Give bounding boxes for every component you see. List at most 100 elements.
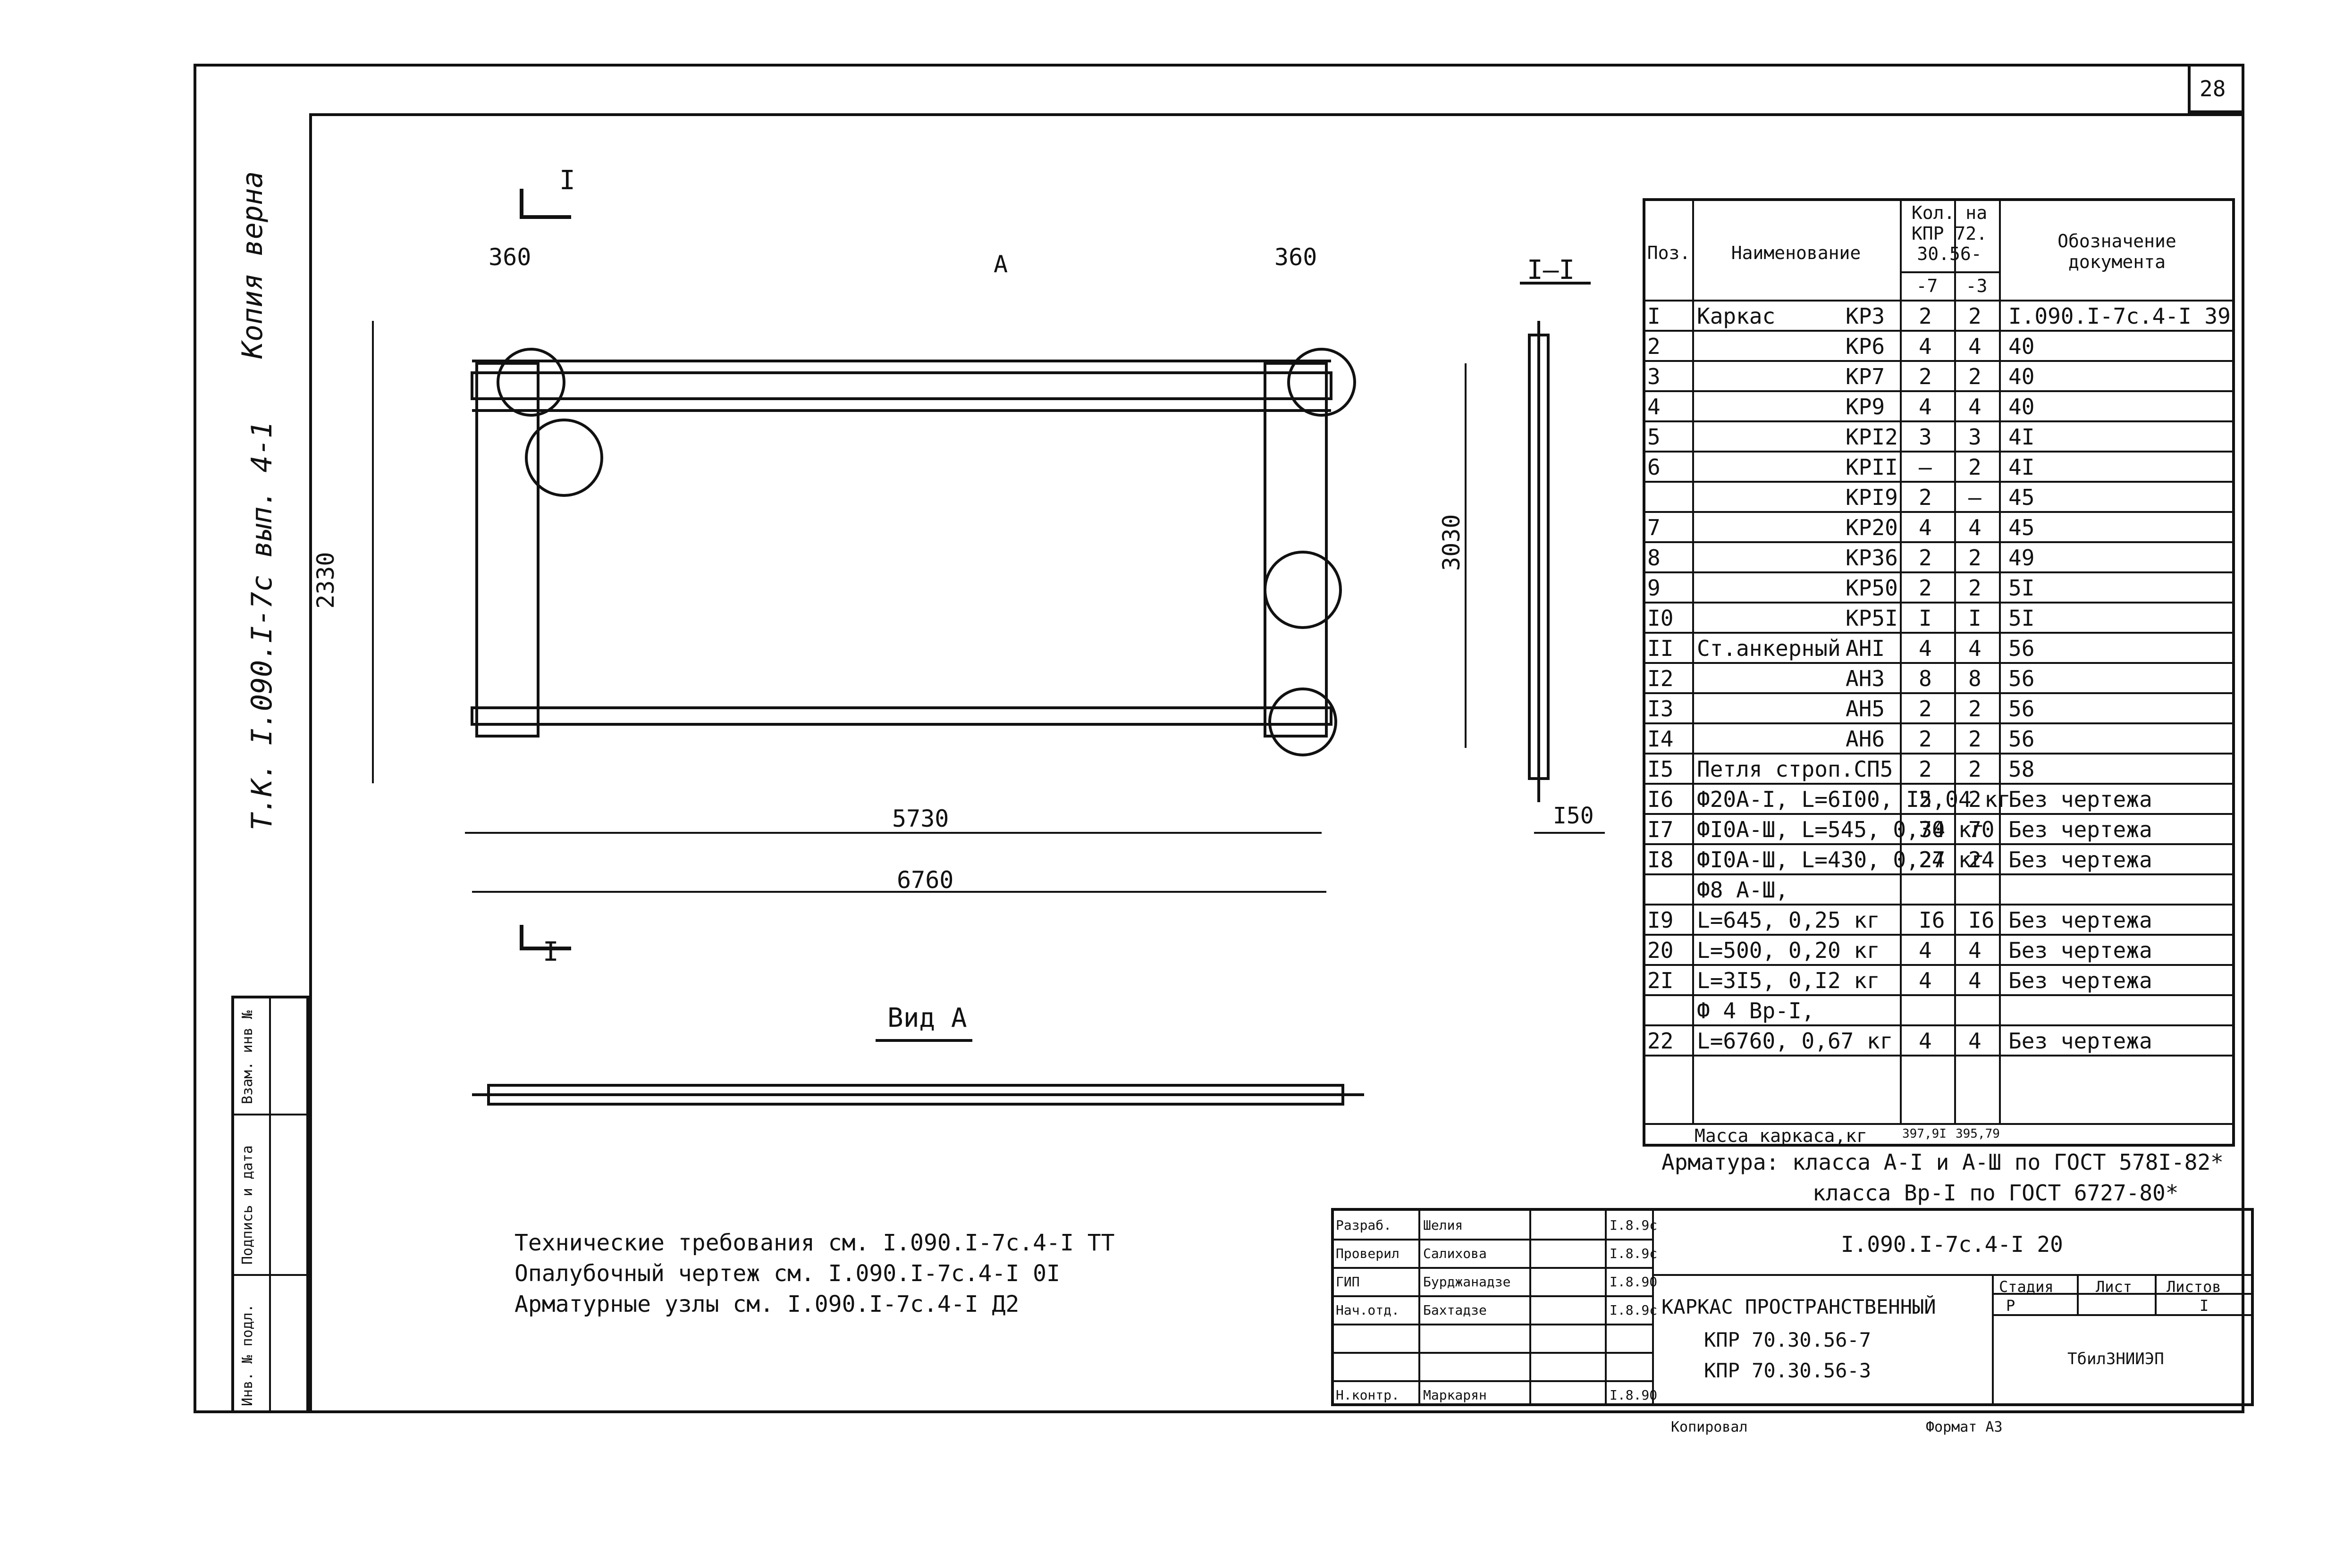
- dimension-label: 6760: [897, 866, 954, 894]
- spec-qty7-cell: 4: [1919, 334, 1932, 359]
- mass-3: 395,79: [1956, 1127, 2000, 1141]
- spec-pos-cell: I7: [1647, 817, 1674, 842]
- spec-qty7-cell: I: [1919, 605, 1932, 631]
- spec-qty3-cell: 2: [1968, 364, 1981, 389]
- spec-qty3-cell: 4: [1968, 1028, 1981, 1054]
- spec-qty3-cell: 4: [1968, 968, 1981, 993]
- spec-doc-cell: 40: [2008, 364, 2035, 389]
- spec-mark-cell: АН6: [1846, 726, 1885, 752]
- node-circle: [497, 348, 565, 417]
- spec-doc-cell: 45: [2008, 515, 2035, 540]
- spec-qty3-cell: 2: [1968, 696, 1981, 721]
- spec-qty3-cell: 4: [1968, 515, 1981, 540]
- spec-mark-cell: КР20: [1846, 515, 1898, 540]
- tb-name: Салихова: [1423, 1246, 1487, 1261]
- spec-mark-cell: КРI9: [1846, 485, 1898, 510]
- spec-doc-cell: Без чертежа: [2008, 907, 2152, 933]
- spec-mark-cell: КР9: [1846, 394, 1885, 419]
- tb-name: Маркарян: [1423, 1387, 1487, 1403]
- dimension-label: 360: [489, 243, 531, 271]
- spec-qty7-cell: 4: [1919, 394, 1932, 419]
- spec-header-qty7: -7: [1916, 276, 1938, 296]
- spec-qty3-cell: 4: [1968, 938, 1981, 963]
- spec-qty3-cell: 2: [1968, 454, 1981, 480]
- page-number-box: [2188, 64, 2244, 113]
- spec-doc-cell: 4I: [2008, 454, 2035, 480]
- spec-pos-cell: 8: [1647, 545, 1661, 570]
- spec-doc-cell: 40: [2008, 394, 2035, 419]
- sheets-label: Листов: [2167, 1278, 2221, 1296]
- spec-qty7-cell: 4: [1919, 636, 1932, 661]
- spec-qty7-cell: 2: [1919, 485, 1932, 510]
- spec-name-cell: Каркас: [1697, 303, 1776, 329]
- spec-qty7-cell: 4: [1919, 968, 1932, 993]
- spec-header-pos: Поз.: [1647, 243, 1691, 263]
- spec-qty7-cell: 2: [1919, 696, 1932, 721]
- spec-doc-cell: 5I: [2008, 605, 2035, 631]
- spec-pos-cell: I9: [1647, 907, 1674, 933]
- spec-qty7-cell: 2: [1919, 575, 1932, 601]
- tb-date: I.8.9с: [1610, 1302, 1658, 1318]
- spec-doc-cell: 58: [2008, 756, 2035, 782]
- spec-pos-cell: 4: [1647, 394, 1661, 419]
- footer-copied: Копировал: [1671, 1419, 1748, 1435]
- spec-qty7-cell: 2: [1919, 545, 1932, 570]
- spec-qty7-cell: 4: [1919, 938, 1932, 963]
- spec-pos-cell: I5: [1647, 756, 1674, 782]
- tb-name: Бурджанадзе: [1423, 1274, 1511, 1290]
- spec-name-cell: L=6760, 0,67 кг: [1697, 1028, 1893, 1054]
- tb-name: Шелия: [1423, 1217, 1463, 1233]
- dimension-label: 360: [1274, 243, 1317, 271]
- spec-doc-cell: 4I: [2008, 424, 2035, 450]
- spec-doc-cell: Без чертежа: [2008, 1028, 2152, 1054]
- spec-qty3-cell: 70: [1968, 817, 1995, 842]
- spec-name-cell: ФI0А-Ш, L=430, 0,27 кг: [1697, 847, 1985, 872]
- spec-pos-cell: 22: [1647, 1028, 1674, 1054]
- spec-pos-cell: I4: [1647, 726, 1674, 752]
- spec-qty3-cell: 2: [1968, 726, 1981, 752]
- mass-7: 397,9I: [1902, 1127, 1947, 1141]
- steel-note-2: класса Вр-I по ГОСТ 6727-80*: [1813, 1180, 2179, 1206]
- title-line-1: КАРКАС ПРОСТРАНСТВЕННЫЙ: [1661, 1295, 1936, 1318]
- spec-qty3-cell: 2: [1968, 575, 1981, 601]
- top-beam: [471, 371, 1332, 400]
- spec-pos-cell: 7: [1647, 515, 1661, 540]
- tb-date: I.8.9с: [1610, 1217, 1658, 1233]
- spec-qty3-cell: 2: [1968, 303, 1981, 329]
- tb-role: Проверил: [1336, 1246, 1400, 1261]
- spec-header-name: Наименование: [1731, 243, 1861, 263]
- spec-doc-cell: 56: [2008, 696, 2035, 721]
- designation: I.090.I-7с.4-I 20: [1841, 1232, 2063, 1257]
- spec-qty7-cell: 4: [1919, 515, 1932, 540]
- section-title: I–I: [1527, 255, 1575, 285]
- organization: ТбилЗНИИЭП: [2067, 1350, 2164, 1368]
- spec-pos-cell: I3: [1647, 696, 1674, 721]
- spec-mark-cell: КРI2: [1846, 424, 1898, 450]
- spec-qty7-cell: 8: [1919, 666, 1932, 691]
- spec-pos-cell: 9: [1647, 575, 1661, 601]
- section-dimension: I50: [1553, 803, 1594, 829]
- tb-role: ГИП: [1336, 1274, 1360, 1290]
- spec-qty7-cell: 24: [1919, 847, 1945, 872]
- specification-table: Поз. Наименование Кол. на КПР 72. 30.56-…: [1643, 198, 2235, 1147]
- tb-role: Нач.отд.: [1336, 1302, 1400, 1318]
- spec-mark-cell: КР3: [1846, 303, 1885, 329]
- spec-doc-cell: 56: [2008, 666, 2035, 691]
- tb-name: Бахтадзе: [1423, 1302, 1487, 1318]
- spec-qty7-cell: 3: [1919, 424, 1932, 450]
- spec-mark-cell: АН5: [1846, 696, 1885, 721]
- spec-pos-cell: 5: [1647, 424, 1661, 450]
- spec-qty7-cell: 2: [1919, 726, 1932, 752]
- spec-doc-cell: Без чертежа: [2008, 817, 2152, 842]
- spec-doc-cell: 5I: [2008, 575, 2035, 601]
- spec-qty7-cell: –: [1919, 454, 1932, 480]
- section-mark-bottom: I: [543, 937, 559, 967]
- spec-qty3-cell: 2: [1968, 756, 1981, 782]
- spec-qty3-cell: I: [1968, 605, 1981, 631]
- spec-mark-cell: КРII: [1846, 454, 1898, 480]
- right-column: [1264, 362, 1328, 738]
- spec-pos-cell: I: [1647, 303, 1661, 329]
- spec-pos-cell: I8: [1647, 847, 1674, 872]
- spec-pos-cell: 3: [1647, 364, 1661, 389]
